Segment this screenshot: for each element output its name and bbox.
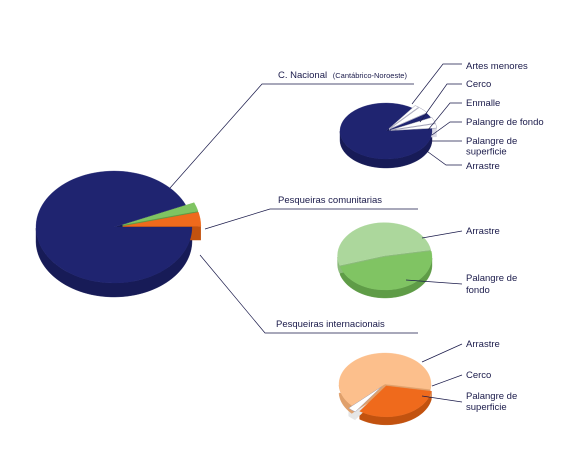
nacional-slice-arrastre bbox=[390, 123, 438, 131]
label-nac-artes-menores: Artes menores bbox=[466, 61, 528, 72]
label-nac-palangre-fondo: Palangre de fondo bbox=[466, 117, 544, 128]
label-int-arrastre: Arrastre bbox=[466, 339, 500, 350]
nacional-slice-cerco bbox=[388, 105, 420, 129]
nacional-slice-artes-menores bbox=[339, 102, 433, 160]
leader-nac-palangre-fondo bbox=[431, 121, 462, 136]
internacionais-slice-arrastre bbox=[359, 385, 432, 418]
label-nac-enmalle: Enmalle bbox=[466, 98, 500, 109]
comunitarias-slice-palangre-de-fondo bbox=[337, 222, 432, 266]
leader-main-to-nacional bbox=[169, 83, 414, 189]
leader-nac-artes-menores bbox=[411, 63, 462, 105]
leader-com-palangre-fondo bbox=[405, 279, 463, 285]
main-slice-pesqueiras-comunitarias bbox=[122, 202, 199, 226]
comunitarias-pie bbox=[337, 222, 433, 299]
label-internacionais: Pesqueiras internacionais bbox=[276, 319, 385, 330]
label-com-arrastre: Arrastre bbox=[466, 226, 500, 237]
internacionais-pie bbox=[338, 352, 432, 426]
label-nacional: C. Nacional (Cantábrico-Noroeste) bbox=[278, 70, 407, 81]
leader-nac-enmalle bbox=[427, 102, 462, 131]
leader-main-to-comunitarias bbox=[204, 208, 418, 230]
nacional-pie bbox=[339, 102, 438, 169]
leader-lines bbox=[169, 63, 463, 403]
label-int-palangre-superficie: Palangre de superficie bbox=[466, 391, 520, 413]
label-nac-palangre-superficie: Palangre de superficie bbox=[466, 136, 520, 158]
main-slice-c-nacional-cantabrico-noroeste bbox=[35, 170, 193, 284]
label-int-cerco: Cerco bbox=[466, 370, 491, 381]
label-nac-arrastre: Arrastre bbox=[466, 161, 500, 172]
leader-int-arrastre bbox=[421, 343, 463, 363]
leader-com-arrastre bbox=[421, 230, 463, 239]
nacional-slice-palangre-de-fondo bbox=[389, 113, 431, 130]
label-com-palangre-fondo: Palangre de fondo bbox=[466, 273, 520, 296]
main-pie bbox=[35, 170, 202, 298]
leader-int-palangre-superficie bbox=[421, 395, 463, 403]
nacional-slice-palangre-de-superficie bbox=[390, 117, 436, 131]
leader-nac-arrastre bbox=[423, 148, 462, 166]
label-comunitarias: Pesqueiras comunitarias bbox=[278, 195, 382, 206]
leader-main-to-internacionais bbox=[199, 254, 418, 334]
internacionais-slice-palangre-de-superficie bbox=[338, 352, 432, 406]
leader-int-cerco bbox=[431, 374, 463, 387]
label-nac-cerco: Cerco bbox=[466, 79, 491, 90]
main-slice-pesqueiras-internacionais bbox=[122, 212, 202, 227]
internacionais-slice-cerco bbox=[348, 386, 382, 413]
leader-nac-cerco bbox=[419, 83, 462, 123]
